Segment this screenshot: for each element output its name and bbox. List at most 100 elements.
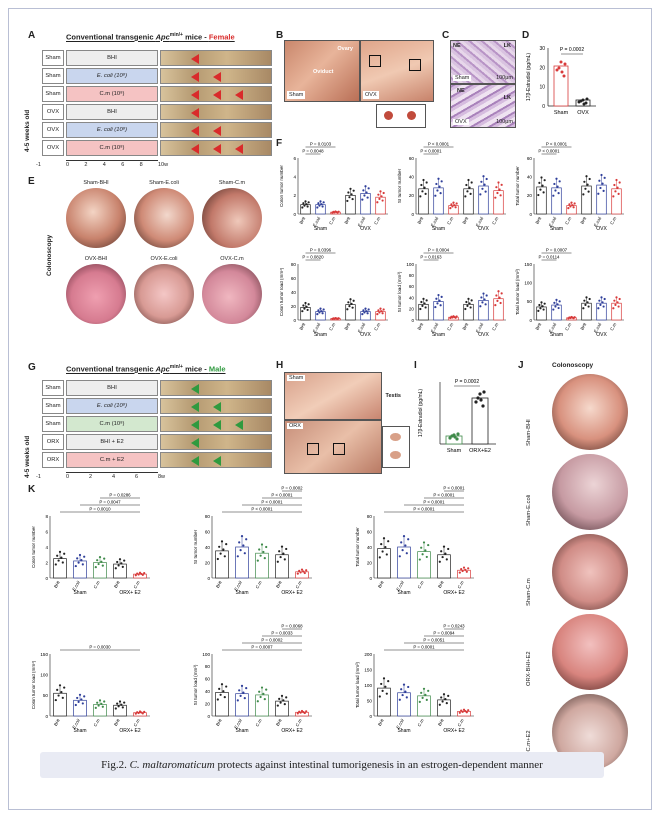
chart-point [421,304,424,307]
chart-point [376,201,379,204]
j-colonoscopy-image [552,614,628,690]
chart-point [54,563,57,566]
chart-tick-label: 20 [367,560,373,565]
chart-point [467,567,470,570]
chart-category-label: BHI [437,718,445,727]
chart-point [117,564,120,567]
chart-point [554,305,557,308]
chart-point [584,303,587,306]
chart-point [447,694,450,697]
chart-bar [463,188,474,215]
chart-tick-label: 0 [411,212,414,217]
chart-tick-label: 80 [205,664,211,669]
tumor-arrow-marker [191,54,199,64]
chart-tick-label: 8 [45,514,48,519]
chart-point [597,307,600,310]
chart-bar [397,546,411,579]
chart-point [384,685,387,688]
chart-point [603,297,606,301]
chart-pvalue: P = 0.0002 [261,638,283,643]
chart-point [400,688,403,691]
d-pvalue: P = 0.0002 [560,47,584,53]
d-point-sham [562,74,566,78]
panel-c-ovx-smear: NE LK OVX 100μm [450,84,516,128]
chart-point [305,203,308,206]
chart-point [585,296,588,299]
chart-point [365,310,368,313]
chart-point [467,709,470,712]
chart-category-label: C.m [609,216,618,226]
chart-bar [536,306,547,321]
chart-category-label: E.coli [430,215,440,228]
chart-point [455,315,458,318]
d-ylabel: 17β-Estradiol (pg/mL) [526,53,532,102]
chart-point [361,313,364,316]
chart-point [498,188,501,191]
chart-category-label: BHI [416,216,424,225]
chart-point [101,705,104,708]
d-point-ovx [585,97,589,101]
chart-point [305,305,308,308]
chart-point [223,696,226,699]
chart-point [265,545,268,549]
chart-point [427,689,430,692]
chart-point [97,704,100,707]
tumor-arrow-marker [191,402,199,412]
chart-point [61,561,64,564]
table-treatment-cell: E. coli (10⁸) [66,122,158,138]
chart-point [116,560,119,564]
chart-point [455,202,458,205]
chart-point [96,559,99,562]
chart-point [423,186,426,189]
panel-b-inset-ovary-left [384,111,393,120]
chart-point [380,543,383,546]
chart-point [56,554,59,557]
chart-point [322,308,325,311]
timeline-tick-label: 0 [66,474,70,480]
chart-point [116,702,119,705]
chart-point [538,303,541,307]
chart-point [236,555,239,558]
timeline-tick-label: 2 [89,474,93,480]
panel-f-letter: F [276,138,283,149]
chart-point [613,299,616,302]
chart-point [495,186,498,189]
e-side-label: Colonoscopy [46,234,53,276]
chart-point [552,308,555,311]
chart-point [404,544,407,547]
chart-point [303,307,306,310]
chart-bar [417,695,431,717]
chart-point [420,691,423,694]
chart-category-label: BHI [343,216,351,225]
timeline-tick-label: 10w [158,162,169,168]
j-label: ORX-BHI+E2 [526,651,532,686]
chart-point [381,199,384,202]
chart-point [464,568,467,571]
intestine-photo-strip [160,416,272,432]
chart-point [225,685,228,688]
chart-point [599,303,602,306]
chart-point [121,565,124,568]
chart-category-label: C.m [417,718,426,728]
chart-point [279,555,282,559]
chart-point [616,186,619,189]
chart-point [262,692,265,695]
chart-point [499,194,502,197]
chart-category-label: C.m [446,322,455,332]
chart-bar [611,188,622,215]
chart-ylabel: Colon tumor load (mm³) [32,660,36,709]
chart-bar [300,204,311,215]
chart-tick-label: 60 [527,156,533,161]
chart-pvalue: P < 0.0001 [443,486,465,491]
chart-point [347,301,350,304]
chart-point [378,556,381,559]
chart-tick-label: 60 [205,529,211,534]
e-side-label-wrap: Colonoscopy [46,235,54,276]
chart-bar [493,190,504,215]
chart-group-label: Sham [73,728,86,734]
chart-point [350,193,353,196]
figure-caption: Fig.2. C. maltaromaticum protects agains… [101,759,543,771]
chart-point [285,547,288,551]
chart-pvalue: P = 0.0396 [310,248,332,253]
